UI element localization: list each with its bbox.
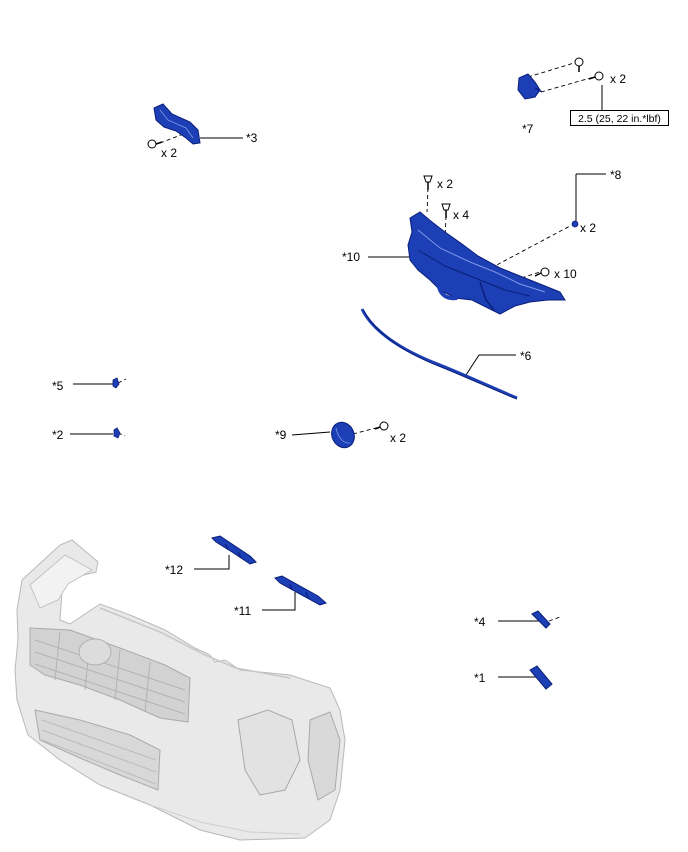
bolt-icon (574, 57, 584, 72)
quantity-screw: x 10 (554, 267, 577, 281)
part-5-clip (112, 377, 120, 389)
bolt-icon (588, 71, 604, 81)
callout-6: *6 (520, 349, 532, 363)
quantity-part-9-screw: x 2 (390, 431, 407, 445)
callout-2: *2 (52, 428, 64, 442)
part-2-clip (113, 427, 121, 439)
callout-11: *11 (234, 604, 252, 618)
leader-lines (70, 85, 606, 678)
part-11-strip (274, 575, 327, 606)
callout-1: *1 (474, 671, 486, 685)
quantity-top-clip: x 2 (437, 177, 454, 191)
callout-7: *7 (522, 122, 534, 136)
quantity-mid-clip: x 4 (453, 208, 470, 222)
part-1-bracket (529, 665, 553, 690)
callout-4: *4 (474, 615, 486, 629)
part-6-molding (360, 308, 518, 400)
callout-3: *3 (246, 131, 258, 145)
clip-icon (423, 175, 433, 190)
part-12-strip (211, 535, 257, 565)
callout-10: *10 (342, 250, 361, 264)
part-10-support (407, 211, 566, 315)
screw-icon (374, 421, 389, 431)
bolt-icon (147, 139, 163, 149)
quantity-part-8-clip: x 2 (580, 221, 597, 235)
part-8-clip (571, 220, 579, 228)
callout-8: *8 (610, 168, 622, 182)
front-bumper-assembly (14, 539, 346, 841)
part-4-bracket (531, 610, 551, 629)
part-9-cover (331, 421, 355, 449)
part-3-bracket (153, 103, 201, 145)
quantity-part-7-bolt: x 2 (610, 72, 627, 86)
screw-icon (534, 267, 550, 277)
callout-9: *9 (275, 428, 287, 442)
torque-spec-box: 2.5 (25, 22 in.*lbf) (570, 110, 669, 126)
part-7-bracket (517, 73, 543, 100)
quantity-part-3-bolt: x 2 (161, 146, 178, 160)
callout-5: *5 (52, 379, 64, 393)
callout-12: *12 (165, 563, 184, 577)
clip-icon (441, 203, 451, 218)
dashed-lines (117, 62, 595, 622)
